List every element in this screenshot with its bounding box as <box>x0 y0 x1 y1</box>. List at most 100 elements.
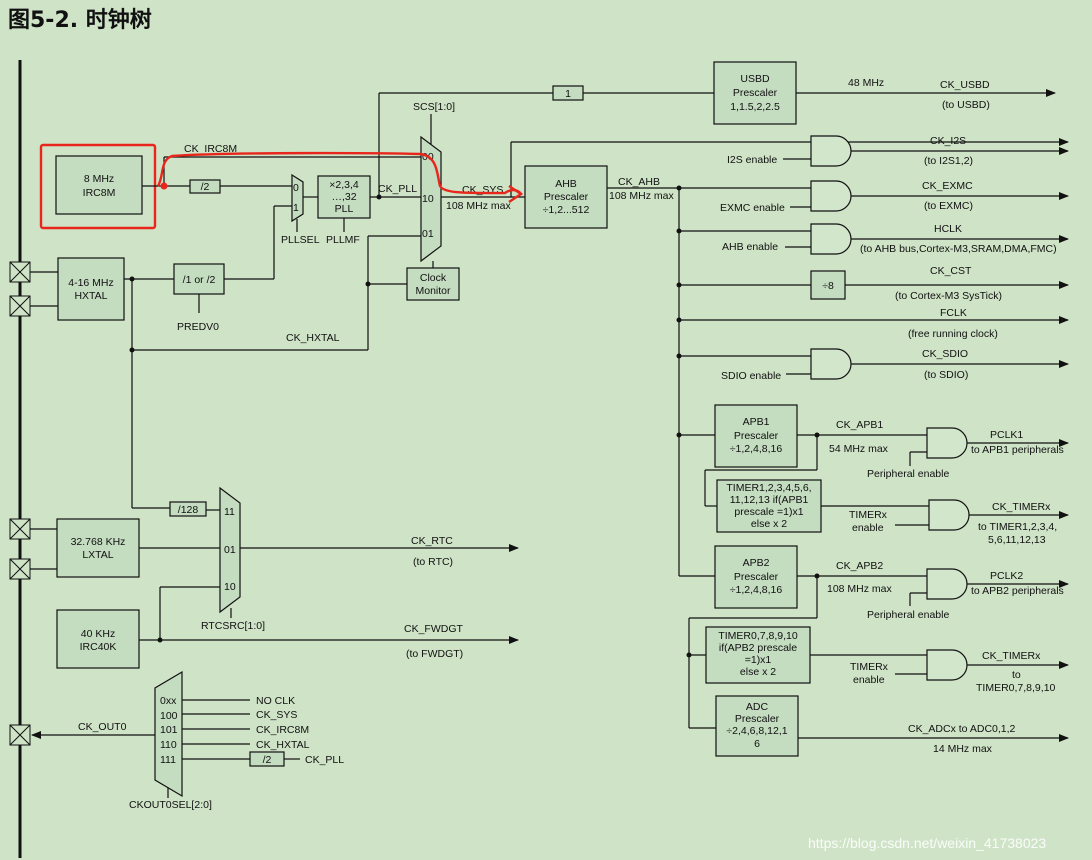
timerx-en1-b: enable <box>852 522 884 534</box>
irc8m-div2-label: /2 <box>201 181 210 193</box>
ck-irc8m-label: CK_IRC8M <box>184 143 237 155</box>
timerx-en1-a: TIMERx <box>849 509 888 521</box>
adc-prescaler <box>715 695 799 757</box>
pin-hxtal-out <box>9 295 31 317</box>
ahb-sub: Prescaler <box>544 191 589 203</box>
periph-enable1: Peripheral enable <box>867 468 949 480</box>
lxtal-oscillator <box>56 518 140 578</box>
highlighted-irc8m-path <box>156 151 522 195</box>
to-rtc: (to RTC) <box>413 556 453 568</box>
i2s-enable: I2S enable <box>727 154 777 166</box>
ckout-src-4: CK_PLL <box>305 754 344 766</box>
irc8m-freq: 8 MHz <box>84 173 114 185</box>
hxtal-prediv-label: /1 or /2 <box>183 274 216 286</box>
timer1-and-gate <box>928 499 970 531</box>
adc-ratio2: 6 <box>754 738 760 750</box>
fclk: FCLK <box>940 307 967 319</box>
rtcsrc-label: RTCSRC[1:0] <box>201 620 265 632</box>
free-running: (free running clock) <box>908 328 998 340</box>
ckout-src-2: CK_IRC8M <box>256 724 309 736</box>
ckout0-mux <box>154 670 183 798</box>
sdio-enable: SDIO enable <box>721 370 781 382</box>
ck-timerx2: CK_TIMERx <box>982 650 1041 662</box>
timer1-multiplier <box>716 479 822 533</box>
to-apb2: to APB2 peripherals <box>971 585 1064 597</box>
timerx-en2-b: enable <box>853 674 885 686</box>
irc40k-freq: 40 KHz <box>81 628 115 640</box>
ck-exmc: CK_EXMC <box>922 180 973 192</box>
apb1-and-gate <box>926 427 968 459</box>
to-systick: (to Cortex-M3 SysTick) <box>895 290 1002 302</box>
usbd-prescaler <box>713 61 797 125</box>
to-i2s: (to I2S1,2) <box>924 155 973 167</box>
sys-max-label: 108 MHz max <box>446 200 512 212</box>
hxtal-div128 <box>169 501 207 517</box>
apb1-sub: Prescaler <box>734 430 779 442</box>
ahb-max-label: 108 MHz max <box>609 190 675 202</box>
rtc-source-mux <box>219 486 241 614</box>
apb1-max: 54 MHz max <box>829 443 889 455</box>
predv0-label: PREDV0 <box>177 321 219 333</box>
hxtal-div128-label: /128 <box>178 504 199 516</box>
figure-title: 图5-2. 时钟树 <box>8 7 152 33</box>
ahb-prescaler <box>524 165 608 229</box>
rtc-mux-in-11: 11 <box>224 506 235 518</box>
pllsel-label: PLLSEL <box>281 234 320 246</box>
ck-hxtal-label: CK_HXTAL <box>286 332 340 344</box>
hxtal-name: HXTAL <box>74 290 107 302</box>
irc40k-name: IRC40K <box>80 641 117 653</box>
timer1-l3: prescale =1)x1 <box>734 506 803 518</box>
rtc-mux-in-10: 10 <box>224 581 236 593</box>
pclk1: PCLK1 <box>990 429 1023 441</box>
ck-out0: CK_OUT0 <box>78 721 127 733</box>
pll-name: PLL <box>335 203 354 215</box>
usbd-freq: 48 MHz <box>848 77 884 89</box>
apb2-title: APB2 <box>743 557 770 569</box>
ckout-src-3: CK_HXTAL <box>256 739 310 751</box>
ckout-src-0: NO CLK <box>256 695 295 707</box>
to-timer1-a: to TIMER1,2,3,4, <box>978 521 1057 533</box>
clock-monitor <box>406 267 460 301</box>
pin-lxtal-out <box>9 558 31 580</box>
pll-mux-input-0: 0 <box>293 182 299 194</box>
pll-mux-input-1: 1 <box>293 202 299 214</box>
timer2-l1: TIMER0,7,8,9,10 <box>718 630 798 642</box>
pll-mult-1: ×2,3,4 <box>329 179 359 191</box>
pin-ck-out0 <box>9 724 31 746</box>
clock-monitor-1: Clock <box>420 272 447 284</box>
ahb-ratio: ÷1,2...512 <box>543 204 590 216</box>
sys-mux-in-10: 10 <box>422 193 434 205</box>
periph-enable2: Peripheral enable <box>867 609 949 621</box>
pll-mult-2: …,32 <box>331 191 356 203</box>
ck-rtc: CK_RTC <box>411 535 453 547</box>
pclk2: PCLK2 <box>990 570 1023 582</box>
scs-label: SCS[1:0] <box>413 101 455 113</box>
pll-block <box>317 175 371 219</box>
pllmf-label: PLLMF <box>326 234 360 246</box>
pin-lxtal-in <box>9 518 31 540</box>
ckout-div2-label: /2 <box>263 754 272 766</box>
apb2-sub: Prescaler <box>734 571 779 583</box>
highlighted-path-arrowhead <box>508 185 524 203</box>
highlight-start-dot <box>160 182 168 190</box>
apb2-prescaler <box>714 545 798 609</box>
ckout-code-4: 111 <box>160 754 176 766</box>
ahb-enable: AHB enable <box>722 241 778 253</box>
adc-max: 14 MHz max <box>933 743 993 755</box>
adc-sub: Prescaler <box>735 713 780 725</box>
irc40k-oscillator <box>56 609 140 669</box>
clock-monitor-2: Monitor <box>415 285 451 297</box>
timer1-l1: TIMER1,2,3,4,5,6, <box>726 482 811 494</box>
ck-sdio: CK_SDIO <box>922 348 968 360</box>
ck-timerx1: CK_TIMERx <box>992 501 1051 513</box>
timer2-and-gate <box>926 649 968 681</box>
timerx-en2-a: TIMERx <box>850 661 889 673</box>
ckout-code-2: 101 <box>160 724 178 736</box>
to-exmc: (to EXMC) <box>924 200 973 212</box>
lxtal-name: LXTAL <box>82 549 113 561</box>
watermark: https://blog.csdn.net/weixin_41738023 <box>808 835 1046 851</box>
to-apb1: to APB1 peripherals <box>971 444 1064 456</box>
ck-ahb-label: CK_AHB <box>618 176 660 188</box>
usbd-div-1-label: 1 <box>565 88 571 100</box>
